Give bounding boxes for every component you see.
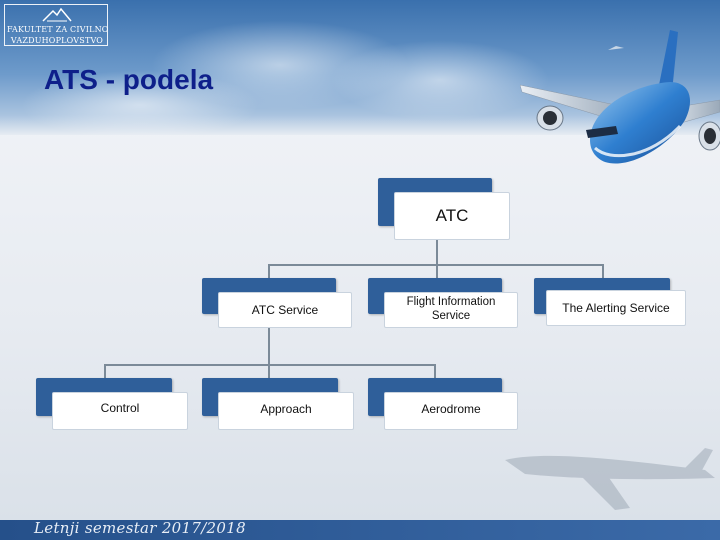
node-approach-label: Approach	[260, 401, 312, 416]
connector-to-atc-service	[268, 264, 270, 278]
connector-to-control	[104, 364, 106, 378]
node-aerodrome-label: Aerodrome	[421, 401, 481, 416]
node-approach: Approach	[202, 378, 354, 430]
node-alerting-service: The Alerting Service	[534, 278, 686, 328]
connector-to-alerting	[602, 264, 604, 278]
connector-to-fis	[436, 264, 438, 278]
node-atc-label: ATC	[435, 205, 469, 225]
mountain-wings-icon	[42, 7, 72, 22]
footer-semester-text: Letnji semestar 2017/2018	[34, 519, 246, 537]
connector-root-down	[436, 236, 438, 266]
connector-level2-bar	[104, 364, 436, 366]
node-aerodrome: Aerodrome	[368, 378, 518, 430]
node-atc-service: ATC Service	[202, 278, 352, 328]
header-band: FAKULTET ZA CIVILNO VAZDUHOPLOVSTVO ATS …	[0, 0, 720, 135]
connector-to-approach	[268, 364, 270, 378]
node-control-label: Control	[100, 400, 140, 415]
node-atc: ATC	[378, 178, 510, 240]
slide-title: ATS - podela	[44, 64, 214, 95]
node-atc-service-label: ATC Service	[251, 302, 319, 317]
logo-line-1: FAKULTET ZA CIVILNO	[7, 25, 109, 34]
connector-atc-service-down	[268, 326, 270, 366]
node-alerting-label: The Alerting Service	[562, 300, 670, 315]
logo-line-2: VAZDUHOPLOVSTVO	[10, 36, 104, 45]
node-flight-information-service: Flight Information Service	[368, 278, 518, 328]
faded-airplane-illustration	[505, 448, 715, 510]
faculty-logo: FAKULTET ZA CIVILNO VAZDUHOPLOVSTVO	[4, 4, 108, 46]
connector-to-aerodrome	[434, 364, 436, 378]
footer-bar	[0, 520, 720, 540]
node-fis-label: Flight Information Service	[406, 296, 496, 322]
node-control: Control	[36, 378, 188, 430]
airplane-illustration	[520, 30, 720, 164]
